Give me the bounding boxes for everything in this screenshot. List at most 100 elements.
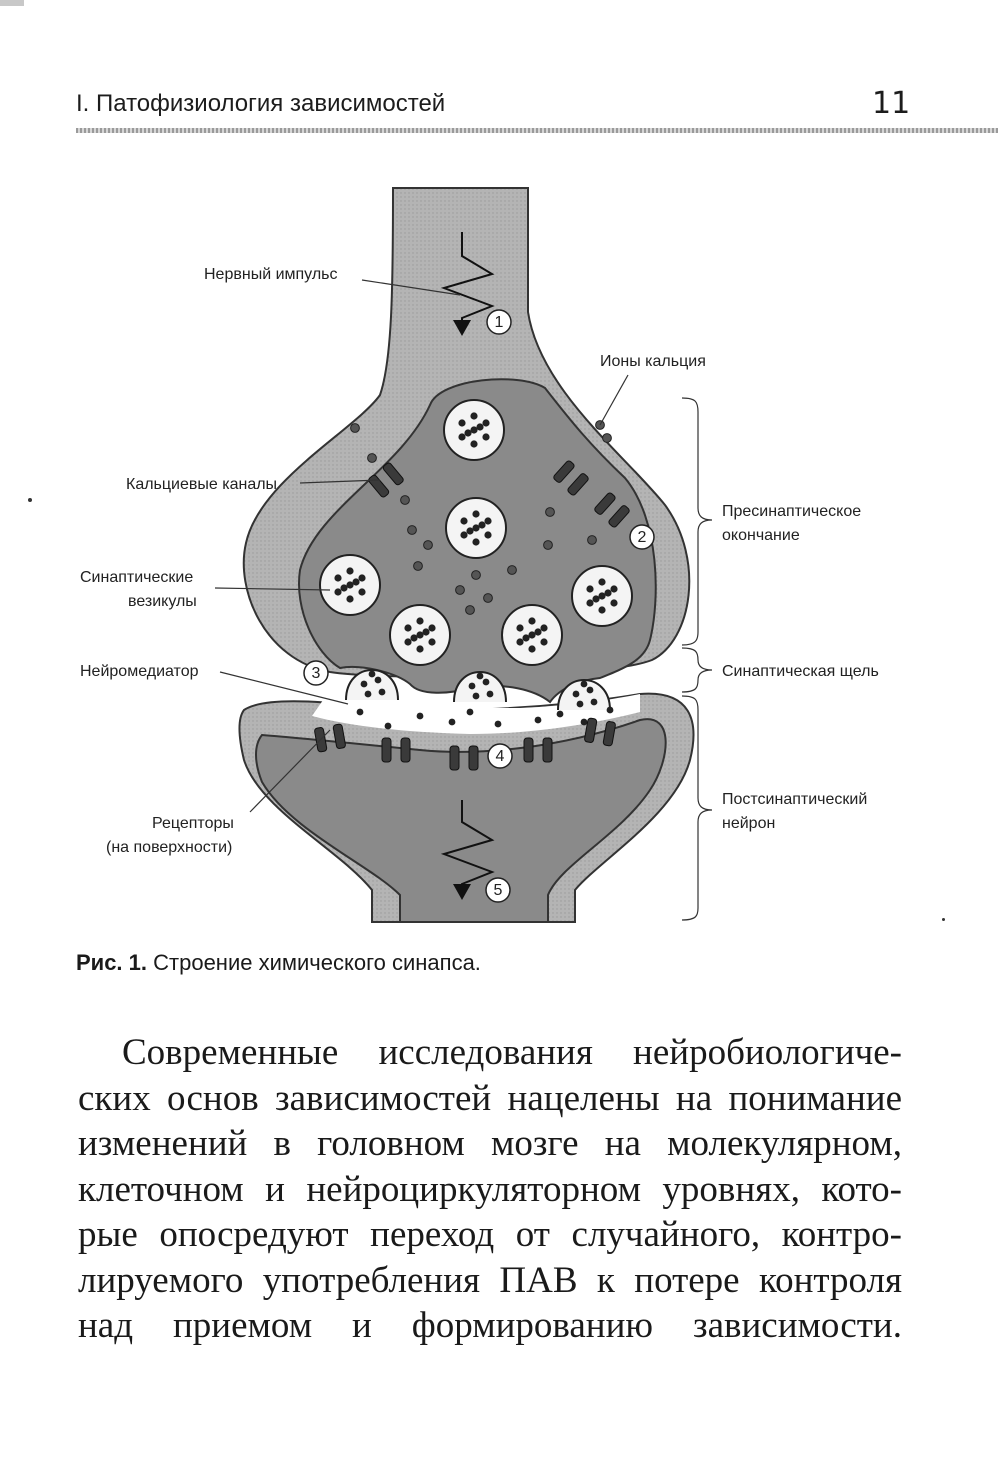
- neurotransmitter-dot: [472, 510, 480, 518]
- calcium-ion: [400, 495, 410, 505]
- label-calcium-channels: Кальциевые каналы: [126, 476, 277, 493]
- channel-subunit: [567, 473, 589, 496]
- neurotransmitter-dot: [352, 578, 360, 586]
- neurotransmitter-dot: [416, 631, 424, 639]
- neurotransmitter-dot: [478, 521, 486, 529]
- scan-speck: [28, 498, 32, 502]
- calcium-channel: [594, 492, 630, 528]
- neurotransmitter-dot: [404, 624, 412, 632]
- receptor: [381, 737, 411, 763]
- calcium-ion: [587, 535, 597, 545]
- cleft-neurotransmitter-dot: [356, 708, 364, 716]
- figure-caption: Рис. 1. Строение химического синапса.: [76, 950, 481, 976]
- neurotransmitter-dot: [340, 584, 348, 592]
- neurotransmitter-dot: [586, 585, 594, 593]
- calcium-ion: [423, 540, 433, 550]
- cleft-neurotransmitter-dot: [580, 718, 588, 726]
- label-receptors-1: Рецепторы: [152, 815, 234, 832]
- neurotransmitter-dot: [358, 574, 366, 582]
- neurotransmitter-dot: [472, 692, 480, 700]
- neurotransmitter-dot: [482, 419, 490, 427]
- neurotransmitter-dot: [598, 606, 606, 614]
- neurotransmitter-dot: [476, 423, 484, 431]
- step-marker-circle: [487, 743, 513, 769]
- channel-subunit: [594, 492, 616, 515]
- neurotransmitter-dot: [422, 628, 430, 636]
- neurotransmitter-dot: [416, 617, 424, 625]
- label-synaptic-cleft: Синаптическая щель: [722, 663, 879, 680]
- neurotransmitter-dot: [346, 581, 354, 589]
- impulse-arrows: [440, 232, 495, 900]
- neurotransmitter-dot: [364, 690, 372, 698]
- neurotransmitter-dot: [358, 588, 366, 596]
- label-calcium-ions: Ионы кальция: [600, 353, 706, 370]
- scan-corner-mark: [0, 0, 24, 6]
- calcium-ion: [367, 453, 377, 463]
- calcium-ion: [507, 565, 517, 575]
- neurotransmitter-dot: [470, 426, 478, 434]
- channel-subunit: [400, 737, 411, 763]
- neurotransmitter-dot: [334, 588, 342, 596]
- channel-subunit: [381, 737, 392, 763]
- neurotransmitter-dot: [604, 589, 612, 597]
- step-marker-number: 5: [494, 882, 503, 899]
- neurotransmitter-dot: [476, 672, 484, 680]
- label-synaptic-vesicles-1: Синаптические: [80, 569, 193, 586]
- cleft-neurotransmitter-dot: [534, 716, 542, 724]
- impulse-arrowhead: [453, 320, 471, 336]
- neurotransmitter-dot: [586, 599, 594, 607]
- calcium-ion: [543, 540, 553, 550]
- running-head: I. Патофизиология зависимостей: [76, 90, 446, 117]
- channel-subunit: [584, 717, 598, 743]
- channel-subunit: [332, 723, 346, 749]
- channel-subunit: [608, 505, 630, 528]
- neurotransmitter-dot: [346, 567, 354, 575]
- neurotransmitter-dot: [482, 678, 490, 686]
- cleft-neurotransmitter-dot: [448, 718, 456, 726]
- neurotransmitter-dot: [346, 595, 354, 603]
- neurotransmitter-dot: [516, 624, 524, 632]
- body-line: лируемого употребления ПАВ к потере конт…: [78, 1259, 902, 1301]
- label-postsynaptic-2: нейрон: [722, 815, 775, 832]
- neurotransmitter-dot: [598, 578, 606, 586]
- neurotransmitter-dot: [458, 433, 466, 441]
- impulse-arrowhead: [453, 884, 471, 900]
- label-synaptic-vesicles-2: везикулы: [128, 593, 197, 610]
- calcium-ion: [483, 593, 493, 603]
- channel-subunit: [468, 745, 479, 771]
- calcium-ion: [545, 507, 555, 517]
- body-line: изменений в головном мозге на молекулярн…: [78, 1123, 902, 1164]
- synaptic-vesicles: [319, 399, 633, 730]
- step-marker-circle: [629, 524, 655, 550]
- receptors: [314, 717, 616, 771]
- neurotransmitter-dot: [572, 690, 580, 698]
- neurotransmitter-dot: [466, 527, 474, 535]
- cleft-neurotransmitter-dot: [466, 708, 474, 716]
- neurotransmitter-dot: [598, 592, 606, 600]
- neurotransmitter-dot: [468, 682, 476, 690]
- neurotransmitter-dot: [576, 700, 584, 708]
- channel-subunit: [602, 721, 616, 747]
- step-marker-number: 1: [495, 314, 504, 331]
- step-marker-number: 4: [496, 748, 505, 765]
- neurotransmitter-dot: [528, 645, 536, 653]
- neurotransmitter-dot: [378, 688, 386, 696]
- label-neurotransmitter: Нейромедиатор: [80, 663, 199, 680]
- channel-subunit: [523, 737, 534, 763]
- calcium-ion: [455, 585, 465, 595]
- neurotransmitter-dot: [484, 531, 492, 539]
- body-paragraph: Современные исследования нейробиологиче-…: [78, 1030, 902, 1349]
- neurotransmitter-dot: [470, 412, 478, 420]
- neurotransmitter-dot: [334, 574, 342, 582]
- neurotransmitter-dot: [586, 686, 594, 694]
- neurotransmitter-dot: [592, 595, 600, 603]
- neurotransmitter-dot: [460, 531, 468, 539]
- neurotransmitter-dot: [610, 585, 618, 593]
- scan-speck: [942, 918, 945, 921]
- neurotransmitter-dot: [610, 599, 618, 607]
- receptor: [523, 737, 553, 763]
- body-line: над приемом и формированию зависимости.: [78, 1305, 902, 1346]
- step-marker-circle: [485, 877, 511, 903]
- calcium-ion: [465, 605, 475, 615]
- neurotransmitter-dot: [540, 624, 548, 632]
